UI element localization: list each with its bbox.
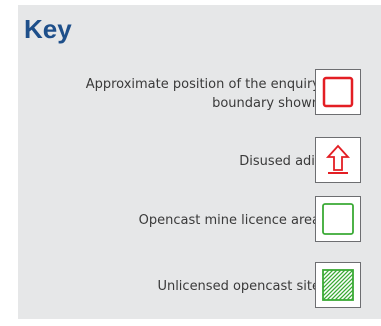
- key-swatch: [315, 196, 361, 242]
- key-item-label: Opencast mine licence area: [139, 211, 320, 230]
- key-item-disused-adit: Disused adit: [18, 136, 381, 186]
- green-square-outline-icon: [322, 203, 354, 235]
- key-item-opencast-licence-area: Opencast mine licence area: [18, 195, 381, 245]
- key-item-unlicensed-opencast-site: Unlicensed opencast site: [18, 261, 381, 311]
- key-item-label: Disused adit: [239, 152, 320, 171]
- key-swatch: [315, 69, 361, 115]
- key-item-label-line: Approximate position of the enquiry: [85, 77, 320, 92]
- green-hatched-square-icon: [322, 269, 354, 301]
- key-item-label-line: Opencast mine licence area: [138, 213, 320, 228]
- red-outlined-up-arrow-icon: [325, 144, 351, 174]
- key-item-label-line: Disused adit: [239, 154, 320, 169]
- key-panel: Key Approximate position of the enquiry …: [18, 5, 381, 319]
- red-square-outline-icon: [322, 76, 354, 108]
- key-item-label: Approximate position of the enquiry boun…: [86, 75, 320, 113]
- key-item-label-line: Unlicensed opencast site: [157, 279, 320, 294]
- key-swatch: [315, 137, 361, 183]
- key-item-enquiry-boundary: Approximate position of the enquiry boun…: [18, 68, 381, 118]
- key-title: Key: [24, 14, 72, 44]
- key-swatch: [315, 262, 361, 308]
- key-item-label: Unlicensed opencast site: [157, 277, 320, 296]
- key-item-label-line: boundary shown: [212, 96, 320, 111]
